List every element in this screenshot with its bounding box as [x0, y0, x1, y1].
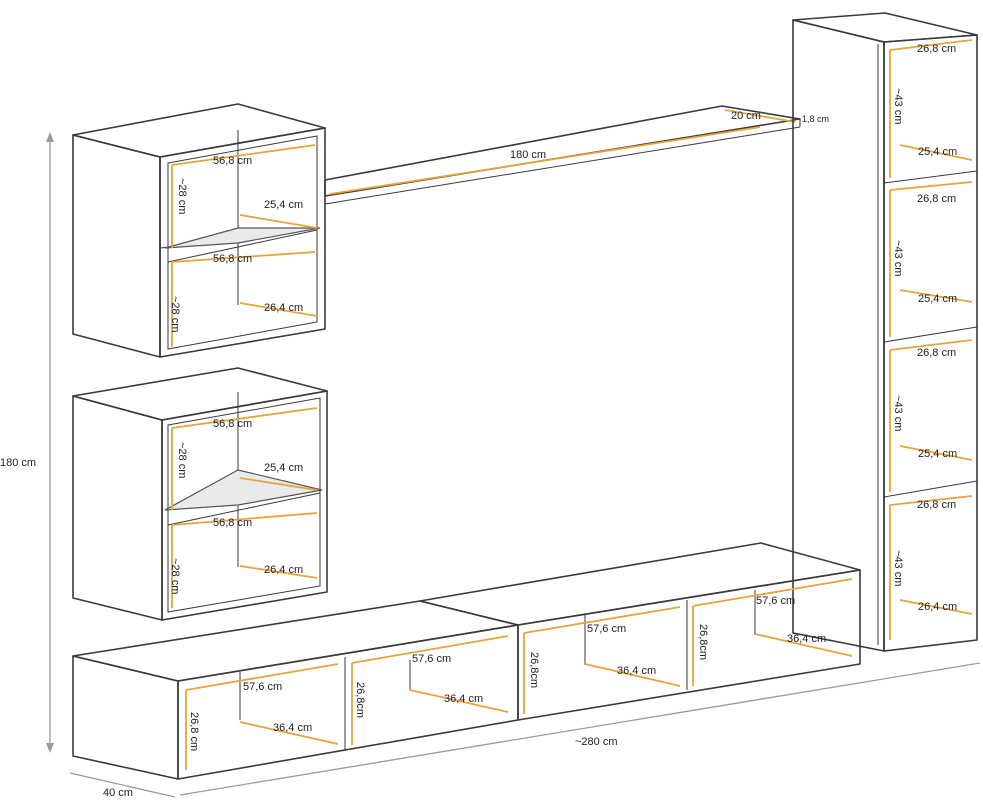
- overall-width-label: ~280 cm: [575, 736, 618, 748]
- dim-label: 56,8 cm: [213, 253, 252, 265]
- dim-label: ~43 cm: [892, 240, 904, 276]
- dim-label: ~28 cm: [169, 296, 181, 332]
- overall-height-label: 180 cm: [0, 457, 36, 469]
- dim-label: ~43 cm: [892, 395, 904, 431]
- dim-label: 25,4 cm: [918, 146, 957, 158]
- dim-label: 56,8 cm: [213, 418, 252, 430]
- shelf-depth-label: 20 cm: [731, 110, 761, 122]
- dim-label: 25,4 cm: [264, 462, 303, 474]
- dim-label: ~28 cm: [169, 558, 181, 594]
- dim-label: 26,8 cm: [917, 347, 956, 359]
- dim-label: 56,8 cm: [213, 517, 252, 529]
- dim-label: 26,8cm: [528, 652, 540, 688]
- overall-height-dimension: 180 cm: [0, 132, 54, 753]
- lowboard-right: 57,6 cm 26,8cm 36,4 cm 57,6 cm 26,8cm 36…: [419, 542, 861, 721]
- dim-label: 36,4 cm: [787, 633, 826, 645]
- glass-shelf: [164, 469, 323, 511]
- shelf-length-label: 180 cm: [510, 149, 546, 161]
- dim-label: ~43 cm: [892, 550, 904, 586]
- dim-label: 26,4 cm: [264, 564, 303, 576]
- wall-cabinet-bottom: 56,8 cm ~28 cm 25,4 cm 56,8 cm ~28 cm 26…: [72, 367, 328, 621]
- dim-label: 57,6 cm: [587, 623, 626, 635]
- dim-label: 26,8 cm: [188, 712, 200, 751]
- dim-label: 26,8 cm: [917, 499, 956, 511]
- dim-label: ~28 cm: [176, 178, 188, 214]
- dim-label: ~28 cm: [176, 442, 188, 478]
- dim-label: 26,8cm: [697, 624, 709, 660]
- glass-shelf: [164, 227, 321, 249]
- tall-tower: 26,8 cm ~43 cm 25,4 cm 26,8 cm ~43 cm 25…: [792, 12, 978, 652]
- shelf-thickness-label: 1,8 cm: [802, 114, 829, 124]
- dim-label: 36,4 cm: [444, 693, 483, 705]
- dim-label: 56,8 cm: [213, 155, 252, 167]
- dim-label: 25,4 cm: [918, 448, 957, 460]
- overall-width-dimension: ~280 cm: [179, 662, 981, 796]
- dim-label: 26,8 cm: [917, 43, 956, 55]
- dim-label: 26,8cm: [354, 682, 366, 718]
- dim-label: 36,4 cm: [273, 722, 312, 734]
- depth-dimension: 40 cm: [69, 772, 176, 799]
- dim-label: 26,8 cm: [917, 193, 956, 205]
- dim-label: 25,4 cm: [264, 199, 303, 211]
- dim-label: 57,6 cm: [756, 595, 795, 607]
- dim-label: 26,4 cm: [264, 302, 303, 314]
- depth-label: 40 cm: [103, 787, 133, 799]
- dim-label: 36,4 cm: [617, 665, 656, 677]
- dim-label: 57,6 cm: [412, 653, 451, 665]
- dim-label: 25,4 cm: [918, 293, 957, 305]
- dim-label: ~43 cm: [892, 88, 904, 124]
- dim-label: 26,4 cm: [918, 601, 957, 613]
- floating-shelf: 180 cm 20 cm 1,8 cm: [324, 105, 829, 205]
- lowboard-left: 57,6 cm 26,8 cm 36,4 cm 57,6 cm 26,8cm 3…: [72, 600, 519, 780]
- dim-label: 57,6 cm: [243, 681, 282, 693]
- wall-cabinet-top: 56,8 cm ~28 cm 25,4 cm 56,8 cm ~28 cm 26…: [72, 103, 326, 358]
